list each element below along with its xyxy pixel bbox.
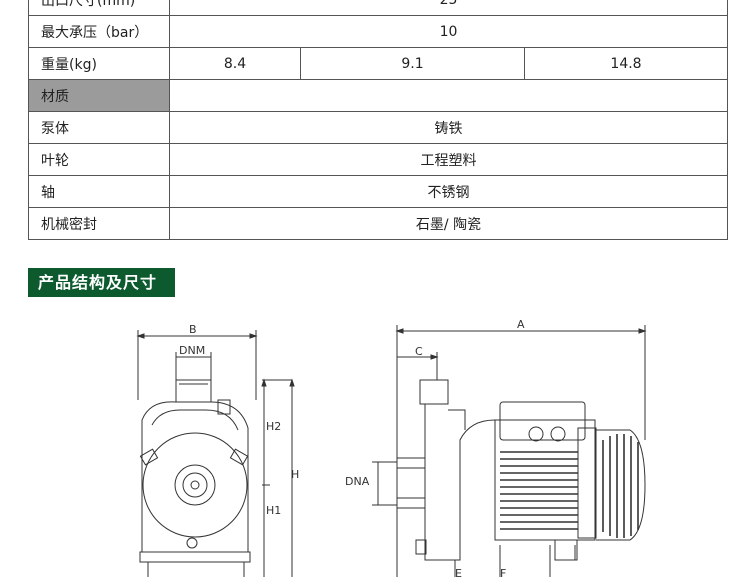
dim-label-h2: H2: [266, 420, 281, 433]
spec-row: 出口尺寸(mm)25: [28, 0, 729, 16]
spec-row-label: 重量(kg): [28, 47, 170, 80]
spec-cell: 工程塑料: [168, 143, 729, 176]
spec-row-label: 机械密封: [28, 207, 170, 240]
spec-row: 轴不锈钢: [28, 175, 729, 208]
dim-label-a: A: [517, 318, 525, 331]
dim-label-b: B: [189, 323, 197, 336]
dim-label-h: H: [291, 468, 299, 481]
spec-row-label: 轴: [28, 175, 170, 208]
spec-row: 材质: [28, 79, 729, 112]
dim-label-f: F: [500, 567, 506, 577]
dim-label-dna: DNA: [345, 475, 370, 488]
spec-row-label: 材质: [28, 79, 170, 112]
spec-cell: 14.8: [523, 47, 729, 80]
spec-cell: 铸铁: [168, 111, 729, 144]
spec-table: 出口尺寸(mm)25最大承压（bar）10重量(kg)8.49.114.8材质泵…: [28, 0, 729, 240]
dim-label-h1: H1: [266, 504, 281, 517]
dim-label-e: E: [455, 567, 462, 577]
spec-row: 叶轮工程塑料: [28, 143, 729, 176]
dim-label-c: C: [415, 345, 423, 358]
spec-row-label: 最大承压（bar）: [28, 15, 170, 48]
spec-cell: 不锈钢: [168, 175, 729, 208]
dim-label-dnm: DNM: [179, 344, 205, 357]
spec-row: 泵体铸铁: [28, 111, 729, 144]
section-heading: 产品结构及尺寸: [28, 268, 175, 297]
spec-row: 机械密封石墨/ 陶瓷: [28, 207, 729, 240]
spec-cell: 石墨/ 陶瓷: [168, 207, 729, 240]
